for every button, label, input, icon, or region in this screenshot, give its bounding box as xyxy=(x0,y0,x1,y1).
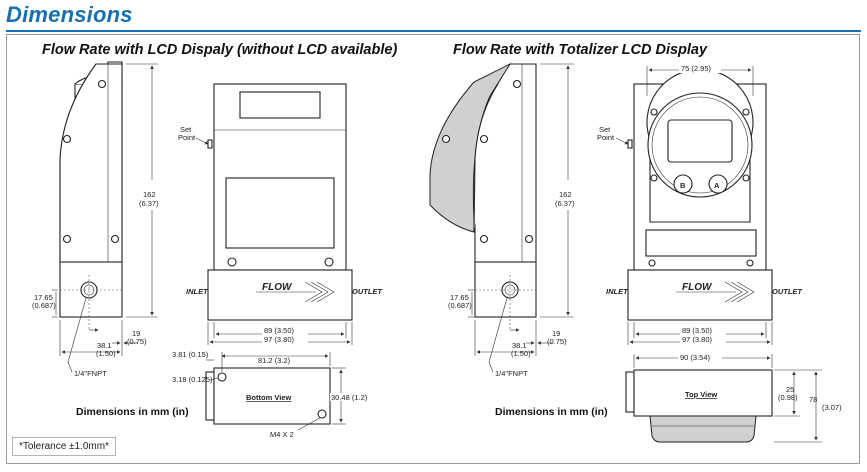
outlet-label-left: OUTLET xyxy=(352,287,383,296)
hole-offset-label: 3.81 (0.15) xyxy=(172,350,209,359)
port-h-in-right: (0.687) xyxy=(448,301,472,310)
bottom-view-label: Bottom View xyxy=(246,393,291,402)
left-section-title: Flow Rate with LCD Dispaly (without LCD … xyxy=(42,42,398,58)
set-label-right-1: Set xyxy=(599,125,611,134)
hole-y-label: 3.18 (0.125) xyxy=(172,375,213,384)
outlet-label-right: OUTLET xyxy=(772,287,803,296)
top-width-label: 90 (3.54) xyxy=(680,353,711,362)
button-b-label: B xyxy=(680,181,686,190)
depth-mm-left: 19 xyxy=(132,329,140,338)
top-h2-in: (3.07) xyxy=(822,403,842,412)
depth-in-right: (0.75) xyxy=(547,337,567,346)
top-h1-mm: 25 xyxy=(786,385,794,394)
display-width-label: 75 (2.95) xyxy=(681,64,712,73)
caption-right: Dimensions in mm (in) xyxy=(495,406,608,418)
height-mm-right: 162 xyxy=(559,190,572,199)
flow-label-left: FLOW xyxy=(262,282,293,293)
top-h1-in: (0.98) xyxy=(778,393,798,402)
port-x-in-right: (1.50) xyxy=(511,349,531,358)
width-outer-left: 97 (3.80) xyxy=(264,335,295,344)
port-h-mm-right: 17.65 xyxy=(450,293,469,302)
height-mm-left: 162 xyxy=(143,190,156,199)
title-underline xyxy=(6,30,861,32)
depth-in-left: (0.75) xyxy=(127,337,147,346)
m4-label: M4 X 2 xyxy=(270,430,294,439)
depth-mm-right: 19 xyxy=(552,329,560,338)
width-outer-right: 97 (3.80) xyxy=(682,335,713,344)
caption-left: Dimensions in mm (in) xyxy=(76,406,189,418)
fnpt-label-right: 1/4"FNPT xyxy=(495,369,528,378)
top-h2-mm: 78 xyxy=(809,395,817,404)
page-title: Dimensions xyxy=(6,2,133,27)
hole-span-label: 81.2 (3.2) xyxy=(258,356,291,365)
inlet-label-left: INLET xyxy=(186,287,209,296)
set-label-left-1: Set xyxy=(180,125,192,134)
width-inner-right: 89 (3.50) xyxy=(682,326,713,335)
drawing-frame xyxy=(6,34,860,464)
left-side-view xyxy=(59,61,123,330)
left-front-view xyxy=(207,83,353,321)
inlet-label-right: INLET xyxy=(606,287,629,296)
top-view xyxy=(625,369,773,443)
bottom-view xyxy=(205,367,331,425)
right-side-view xyxy=(429,62,537,330)
height-in-right: (6.37) xyxy=(555,199,575,208)
port-h-mm-left: 17.65 xyxy=(34,293,53,302)
width-inner-left: 89 (3.50) xyxy=(264,326,295,335)
fnpt-label-left: 1/4"FNPT xyxy=(74,369,107,378)
button-a-label: A xyxy=(714,181,720,190)
height-in-left: (6.37) xyxy=(139,199,159,208)
port-x-mm-left: 38.1 xyxy=(97,341,112,350)
right-section-title: Flow Rate with Totalizer LCD Display xyxy=(453,42,708,58)
port-h-in-left: (0.687) xyxy=(32,301,56,310)
flow-label-right: FLOW xyxy=(682,282,713,293)
bottom-height-label: 30.48 (1.2) xyxy=(331,393,368,402)
port-x-mm-right: 38.1 xyxy=(512,341,527,350)
set-label-right-2: Point xyxy=(597,133,615,142)
tolerance-note: *Tolerance ±1.0mm* xyxy=(12,437,116,456)
top-view-label: Top View xyxy=(685,390,717,399)
port-x-in-left: (1.50) xyxy=(96,349,116,358)
set-label-left-2: Point xyxy=(178,133,196,142)
